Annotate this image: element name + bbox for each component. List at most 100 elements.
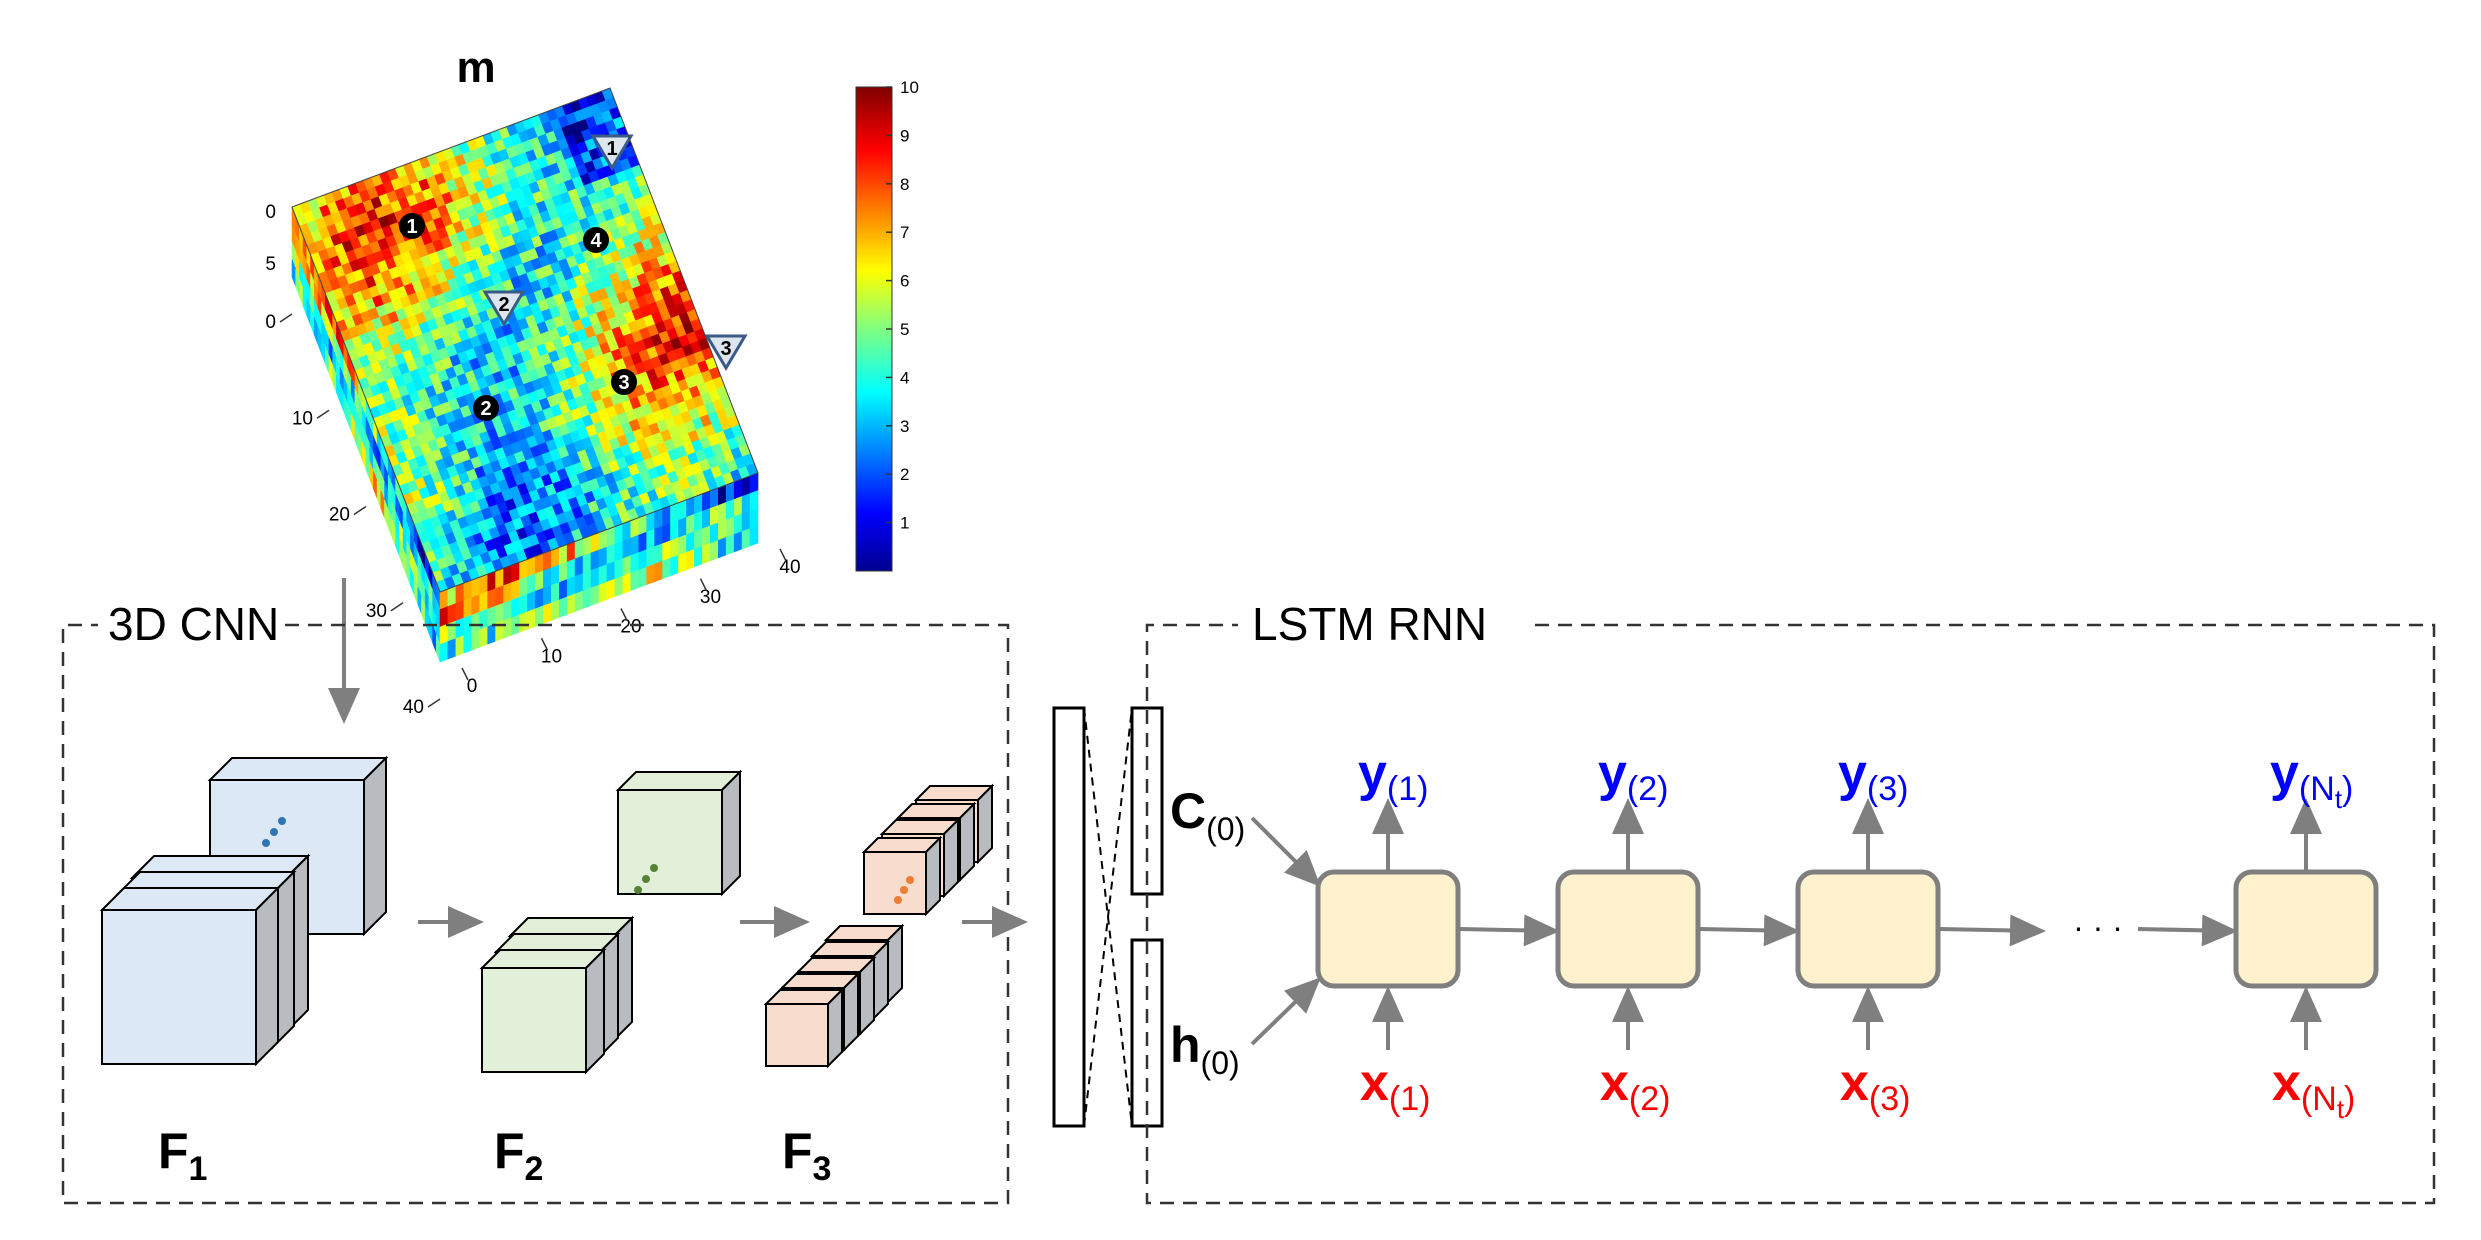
cube-side-cell [463,597,473,619]
input-3-base: x [1840,1054,1869,1112]
cube-side-cell [574,572,584,595]
output-nt-sub: (N [2299,770,2335,808]
block-front-face [481,967,587,1073]
block-front-face [101,909,257,1065]
f3-base: F [782,1123,813,1179]
output-3-sub: (3) [1867,770,1909,808]
left-edge-tick-mark [279,313,293,323]
f2-label: F2 [494,1123,543,1188]
cube-side-cell [447,638,457,660]
left-edge-tick-label: 10 [292,408,313,429]
cube-side-cell [511,579,520,601]
cube-side-cell [670,554,679,577]
f3-block-4 [861,835,943,917]
cube-side-cell [455,600,465,622]
producer-well-icon [583,227,609,253]
split-line-2 [1083,707,1133,1127]
cube-side-cell [686,496,695,518]
f3-block-9 [763,987,845,1069]
cube-side-cell [519,576,528,598]
cube-side-cell [662,557,671,580]
lstm-cell-nt [2233,869,2379,989]
input-nt-subsub: t [2337,1094,2345,1124]
colorbar-tick-label: 3 [900,417,909,436]
cube-side-cell [638,566,648,589]
cube-side-cell [503,599,512,622]
svg-text:F3: F3 [782,1123,831,1188]
colorbar-tick-label: 10 [900,78,919,97]
cube-side-cell [709,487,719,509]
cube-side-cell [654,560,663,583]
cube-side-cell [725,533,735,556]
block-top-face [207,757,389,781]
cube-side-cell [598,546,608,568]
output-nt-base: y [2270,744,2299,802]
cube-side-cell [471,629,481,651]
cube-top-face [291,87,759,593]
recurrent-arrow-3 [1939,914,2046,947]
cube-side-cell [614,540,624,562]
producer-well-label: 3 [618,372,629,394]
cnn-label: 3D CNN [108,598,279,650]
cube-side-cell [606,578,616,600]
left-edge-tick-label: 40 [403,697,424,718]
block-front-face [765,1003,829,1067]
cube-side-cell [527,573,536,595]
block-side-face [255,885,279,1067]
cube-side-cell [749,507,759,529]
dot [278,817,286,825]
input-label-3: x(3) [1840,1054,1910,1118]
cube-side-cell [487,605,496,628]
lstm-cell-1 [1315,869,1461,989]
cube-side-cell [558,596,568,618]
output-nt-close: ) [2342,770,2353,808]
dot [900,886,908,894]
left-edge-tick-mark [353,505,367,516]
cube-side-cell [455,582,465,604]
input-1-sub: (1) [1389,1080,1431,1118]
dot [270,828,278,836]
cube-side-cell [630,569,640,592]
cube-side-cell [702,507,711,530]
cube-side-cell [487,588,496,610]
block-side-face [959,801,975,883]
injector-well-icon [590,134,634,171]
left-edge-tick-label: 0 [265,312,276,333]
f2-block-4 [479,947,607,1075]
injector-well-icon [482,290,526,327]
depth-tick-label: 5 [265,254,276,275]
cube-side-cell [622,520,632,542]
block-side-face [585,947,605,1075]
cube-side-cell [686,531,695,553]
lstm-module: LSTM RNN C(0) h(0) · · · y(1) y(2) y(3) … [1145,598,2436,1205]
f3-continuation-dots [894,876,914,904]
cube-side-cell [471,594,481,616]
output-label-2: y(2) [1598,744,1668,808]
colorbar-tick-label: 7 [900,223,909,242]
f2-base: F [494,1123,525,1179]
cube-side-cell [463,632,473,654]
left-edge-tick-mark [390,602,404,612]
block-top-face [615,771,743,791]
producer-well-icon [473,395,499,421]
block-side-face [721,769,741,897]
producer-well-label: 4 [590,230,602,252]
cube-side-cell [566,575,576,598]
depth-tick-label: 0 [265,202,276,223]
input-nt-base: x [2272,1054,2301,1112]
cube-side-cell [654,543,663,565]
input-nt-sub: (N [2301,1080,2337,1118]
dot [262,839,270,847]
cube-side-cell [479,626,489,648]
cube-side-cell [582,552,592,574]
cell-state-base: C [1170,783,1206,839]
cube-side-cell [455,617,465,639]
cube-side-cell [606,543,616,565]
front-edge-tick-label: 20 [620,617,641,638]
colorbar-tick-label: 5 [900,320,909,339]
dot [894,896,902,904]
cube-side-cell [741,493,751,515]
